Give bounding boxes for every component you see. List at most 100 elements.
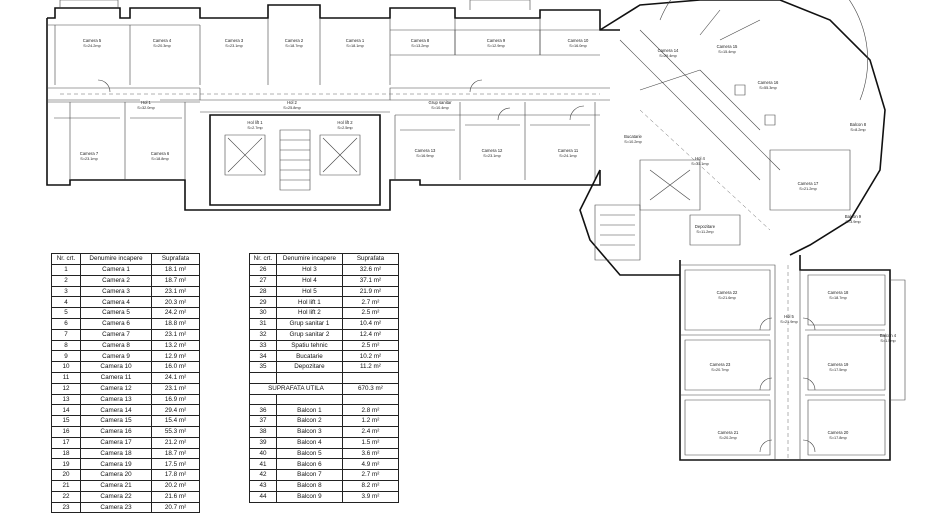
cell-nr: 19 xyxy=(51,458,81,471)
cell-nr: 14 xyxy=(51,404,81,417)
cell-nr: 32 xyxy=(249,328,277,341)
cell-area: 20.2 m² xyxy=(151,479,200,492)
cell-nr: 1 xyxy=(51,264,81,276)
cell-area: 17.5 m² xyxy=(151,458,200,471)
room-name-label: Camera 6 xyxy=(151,151,170,156)
cell-name: Camera 1 xyxy=(80,264,152,276)
room-area-label: S=21.6mp xyxy=(718,296,735,300)
cell-name: Camera 12 xyxy=(80,382,152,395)
cell-name: Camera 20 xyxy=(80,469,152,481)
room-area-label: S=20.2mp xyxy=(719,436,736,440)
room-name-label: Balcon 9 xyxy=(845,214,862,219)
cell-area: 24.2 m² xyxy=(151,307,200,319)
room-name-label: Camera 4 xyxy=(153,38,172,43)
total-row: SUPRAFATA UTILA 670.3 m² xyxy=(249,382,400,395)
cell-name: Hol 5 xyxy=(275,285,343,298)
cell-nr: 42 xyxy=(249,469,277,481)
room-name-label: Hol 4 xyxy=(695,156,705,161)
room-name-label: Camera 9 xyxy=(487,38,506,43)
cell-area: 37.1 m² xyxy=(341,274,400,287)
room-name-label: Hol 1 xyxy=(141,100,151,105)
room-name-label: Camera 16 xyxy=(758,80,779,85)
room-area-label: S=23.1mp xyxy=(80,157,97,161)
cell-name: Camera 5 xyxy=(80,307,152,319)
room-name-label: Camera 14 xyxy=(658,48,679,53)
cell-name: Balcon 6 xyxy=(275,458,343,471)
room-area-label: S=18.8mp xyxy=(151,157,168,161)
cell-area: 4.9 m² xyxy=(341,458,400,471)
cell-area: 29.4 m² xyxy=(151,404,200,417)
cell-area: 10.2 m² xyxy=(341,350,400,363)
room-area-label: S=8.2mp xyxy=(850,128,865,132)
cell-nr: 9 xyxy=(51,350,81,363)
room-name-label: Camera 12 xyxy=(482,148,503,153)
col-header-area: Suprafata xyxy=(341,253,400,265)
room-area-label: S=1.5mp xyxy=(880,339,895,343)
cell-nr: 10 xyxy=(51,361,81,373)
cell-name: Balcon 2 xyxy=(275,415,343,427)
cell-nr: 29 xyxy=(249,296,277,309)
room-area-label: S=15.4mp xyxy=(718,50,735,54)
cell-area: 18.1 m² xyxy=(151,264,200,276)
cell-nr: 21 xyxy=(51,479,81,492)
room-area-label: S=20.7mp xyxy=(711,368,728,372)
cell-name: Balcon 9 xyxy=(275,490,343,503)
cell-area: 32.6 m² xyxy=(341,264,400,276)
room-area-label: S=37.1mp xyxy=(691,162,708,166)
cell-nr: 30 xyxy=(249,307,277,319)
cell-name: Camera 21 xyxy=(80,479,152,492)
room-name-label: Camera 15 xyxy=(717,44,738,49)
room-area-label: S=2.7mp xyxy=(247,126,262,130)
room-name-label: Camera 20 xyxy=(828,430,849,435)
table-header-row: Nr. crt. Denumire incapere Suprafata xyxy=(51,253,200,265)
room-area-label: S=18.7mp xyxy=(285,44,302,48)
cell-nr: 26 xyxy=(249,264,277,276)
cell-nr: 8 xyxy=(51,339,81,352)
cell-area: 18.7 m² xyxy=(151,274,200,287)
cell-nr: 27 xyxy=(249,274,277,287)
room-area-label: S=18.7mp xyxy=(829,296,846,300)
cell-nr: 37 xyxy=(249,415,277,427)
room-area-label: S=20.3mp xyxy=(153,44,170,48)
cell-name: Camera 14 xyxy=(80,404,152,417)
room-name-label: Grup sanitar xyxy=(428,100,452,105)
cell-area: 20.7 m² xyxy=(151,501,200,514)
cell-nr: 33 xyxy=(249,339,277,352)
col-header-nr: Nr. crt. xyxy=(51,253,81,265)
room-area-label: S=55.3mp xyxy=(759,86,776,90)
room-name-label: Hol lift 1 xyxy=(247,120,263,125)
room-name-label: Camera 18 xyxy=(828,290,849,295)
cell-nr: 5 xyxy=(51,307,81,319)
cell-name: Camera 17 xyxy=(80,436,152,449)
col-header-area: Suprafata xyxy=(151,253,200,265)
cell-nr: 44 xyxy=(249,490,277,503)
cell-name: Camera 10 xyxy=(80,361,152,373)
cell-nr: 36 xyxy=(249,404,277,417)
room-name-label: Hol 5 xyxy=(784,314,794,319)
cell-area: 8.2 m² xyxy=(341,479,400,492)
angled-wing xyxy=(579,0,886,276)
room-area-label: S=24.2mp xyxy=(83,44,100,48)
cell-nr: 7 xyxy=(51,328,81,341)
cell-nr: 41 xyxy=(249,458,277,471)
cell-area: 23.1 m² xyxy=(151,285,200,298)
